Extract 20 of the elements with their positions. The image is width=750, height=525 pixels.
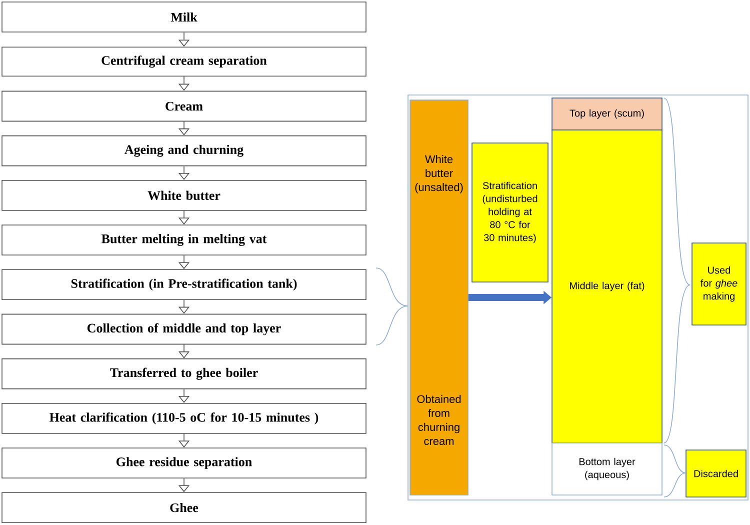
process-box: Transferred to ghee boiler xyxy=(2,358,366,390)
process-box: Cream xyxy=(2,90,366,122)
result-box: Discarded xyxy=(686,450,746,498)
butter-column: White butter (unsalted) Obtained from churning cream xyxy=(410,100,468,496)
process-box: Centrifugal cream separation xyxy=(2,46,366,76)
process-box: Heat clarification (110-5 oC for 10-15 minutes ) xyxy=(2,403,366,434)
process-box: Ghee xyxy=(2,492,366,523)
process-box: White butter xyxy=(2,180,366,211)
process-box: Milk xyxy=(2,2,366,32)
layer-band: Top layer (scum) xyxy=(552,98,662,130)
layer-band: Middle layer (fat) xyxy=(552,130,662,444)
layer-band: Bottom layer (aqueous) xyxy=(552,442,662,496)
process-box: Collection of middle and top layer xyxy=(2,314,366,345)
process-box: Ageing and churning xyxy=(2,135,366,166)
step-box: Stratification (undisturbed holding at 80 °C for 30 minutes) xyxy=(472,142,548,282)
result-box: Used for ghee making xyxy=(692,242,746,326)
process-box: Ghee residue separation xyxy=(2,448,366,478)
process-box: Stratification (in Pre-stratification tank) xyxy=(2,269,366,300)
process-box: Butter melting in melting vat xyxy=(2,224,366,256)
panel-frame xyxy=(408,94,748,500)
